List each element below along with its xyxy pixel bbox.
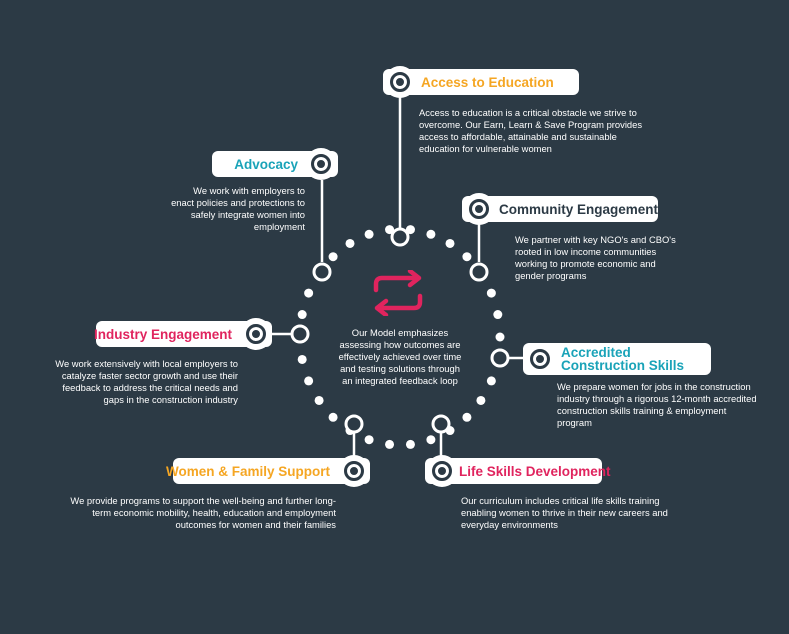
accredited-construction-skills-title: Accredited Construction Skills <box>561 345 685 373</box>
ring-dot <box>364 229 374 239</box>
ring-junction <box>469 262 489 282</box>
ring-dot <box>297 354 307 364</box>
ring-dot <box>462 412 472 422</box>
ring-junction <box>490 348 510 368</box>
ring-dot <box>476 395 486 405</box>
ring-dot <box>385 439 395 449</box>
advocacy-title: Advocacy <box>234 156 298 172</box>
ring-dot <box>405 225 415 235</box>
life-skills-development-title: Life Skills Development <box>459 463 611 479</box>
women-family-support-node-icon <box>338 455 370 487</box>
ring-dot <box>445 238 455 248</box>
women-family-support-text: We provide programs to support the well-… <box>70 495 336 530</box>
ring-dot <box>405 439 415 449</box>
ring-junction <box>344 414 364 434</box>
ring-dot <box>495 332 505 342</box>
ring-dot <box>345 238 355 248</box>
life-skills-development-text: Our curriculum includes critical life sk… <box>461 495 668 530</box>
women-family-support-title: Women & Family Support <box>165 463 330 479</box>
ring-dot <box>328 412 338 422</box>
ring-junction <box>431 414 451 434</box>
ring-dot <box>328 252 338 262</box>
women-family-support-pill: Women & Family Support <box>166 458 370 484</box>
ring-dot <box>364 435 374 445</box>
life-skills-development-node-icon <box>426 455 458 487</box>
access-to-education-text: Access to education is a critical obstac… <box>419 107 643 154</box>
ring-dot <box>304 376 314 386</box>
accredited-construction-skills-node-icon <box>524 343 556 375</box>
ring-dot <box>426 435 436 445</box>
accredited-construction-skills-pill: Accredited Construction Skills <box>523 343 711 375</box>
industry-engagement-title: Industry Engagement <box>93 326 232 342</box>
ring-dot <box>426 229 436 239</box>
industry-engagement-node-icon <box>240 318 272 350</box>
ring-junction <box>390 227 410 247</box>
community-engagement-text: We partner with key NGO's and CBO's root… <box>515 234 676 281</box>
advocacy-text: We work with employers to enact policies… <box>171 185 305 232</box>
accredited-construction-skills-text: We prepare women for jobs in the constru… <box>557 381 757 428</box>
industry-engagement-text: We work extensively with local employers… <box>55 358 238 405</box>
community-engagement-node-icon <box>463 193 495 225</box>
ring-dot <box>486 288 496 298</box>
community-engagement-pill: Community Engagement <box>462 196 658 222</box>
ring-junction <box>312 262 332 282</box>
ring-dot <box>304 288 314 298</box>
ring-dot <box>462 252 472 262</box>
access-to-education-title: Access to Education <box>421 74 554 90</box>
advocacy-node-icon <box>305 148 337 180</box>
ring-dot <box>297 310 307 320</box>
center-description: Our Model emphasizes assessing how outco… <box>338 327 462 386</box>
ring-dot <box>493 310 503 320</box>
community-engagement-title: Community Engagement <box>499 201 659 217</box>
ring-junction <box>290 324 310 344</box>
access-to-education-node-icon <box>384 66 416 98</box>
ring-dot <box>385 225 395 235</box>
ring-dot <box>314 395 324 405</box>
ring-dot <box>486 376 496 386</box>
cycle-arrows-icon <box>373 270 423 316</box>
